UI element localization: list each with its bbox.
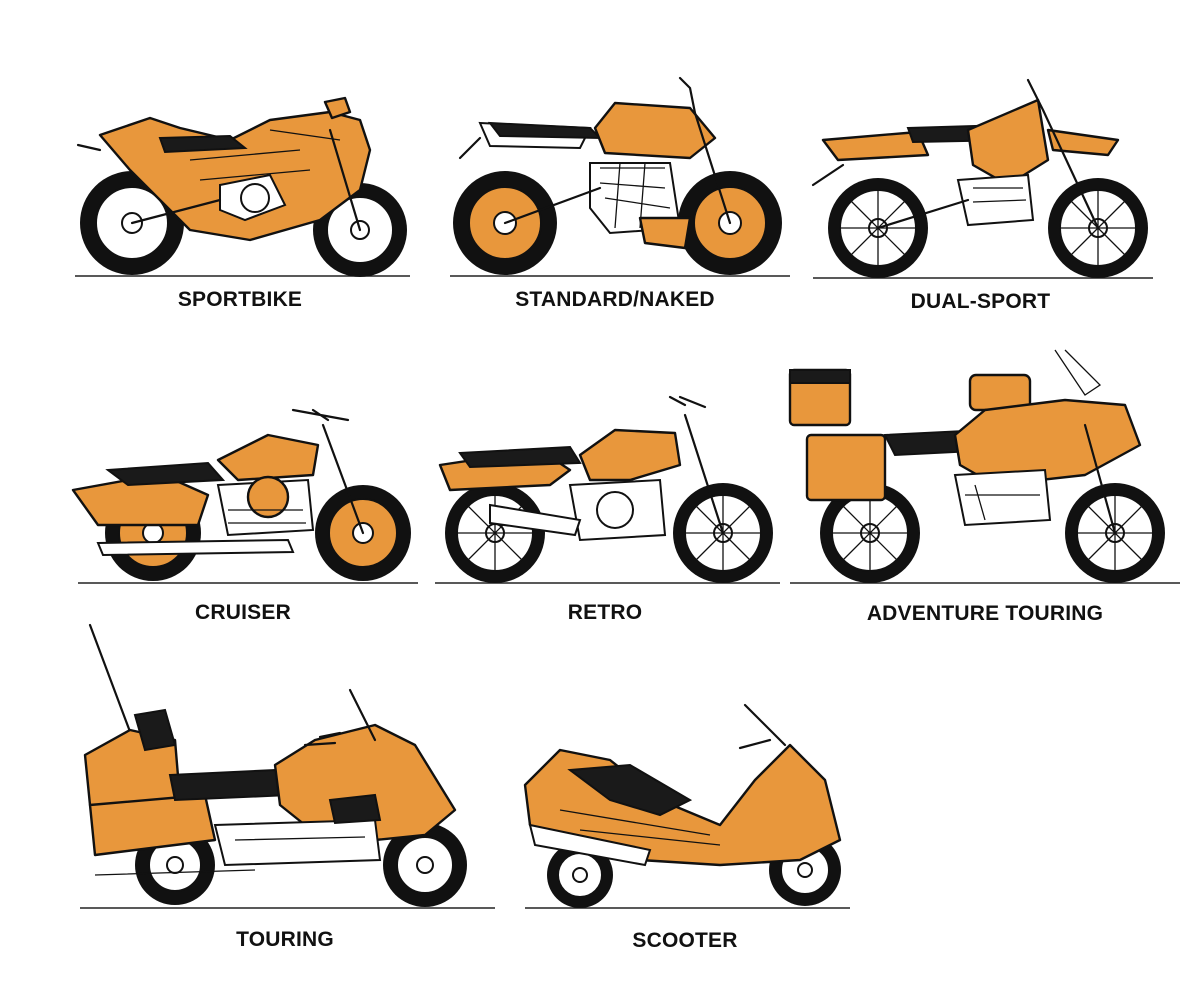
- category-label: RETRO: [567, 601, 643, 624]
- motorcycle-type-touring: TOURING: [75, 623, 495, 960]
- scooter-illustration: [523, 703, 850, 909]
- standard-naked-illustration: [450, 76, 790, 277]
- motorcycle-type-sportbike: SPORTBIKE: [70, 90, 410, 320]
- motorcycle-type-standard-naked: STANDARD/NAKED: [440, 68, 790, 320]
- sportbike-illustration: [75, 96, 410, 277]
- category-label: SPORTBIKE: [177, 288, 303, 311]
- motorcycle-type-cruiser: CRUISER: [68, 385, 418, 635]
- category-label: ADVENTURE TOURING: [866, 602, 1104, 625]
- category-label: TOURING: [236, 928, 334, 951]
- cruiser-illustration: [71, 408, 418, 584]
- adventure-touring-illustration: [788, 349, 1180, 584]
- retro-illustration: [435, 395, 780, 584]
- category-label: CRUISER: [195, 601, 291, 624]
- motorcycle-type-scooter: SCOOTER: [520, 700, 850, 962]
- motorcycle-type-adventure-touring: ADVENTURE TOURING: [785, 345, 1185, 635]
- category-label: SCOOTER: [632, 929, 738, 952]
- category-label: DUAL-SPORT: [910, 290, 1051, 313]
- touring-illustration: [80, 623, 495, 909]
- dual-sport-illustration: [811, 78, 1153, 279]
- motorcycle-type-retro: RETRO: [430, 385, 780, 635]
- category-label: STANDARD/NAKED: [515, 288, 715, 311]
- motorcycle-type-dual-sport: DUAL-SPORT: [808, 70, 1153, 322]
